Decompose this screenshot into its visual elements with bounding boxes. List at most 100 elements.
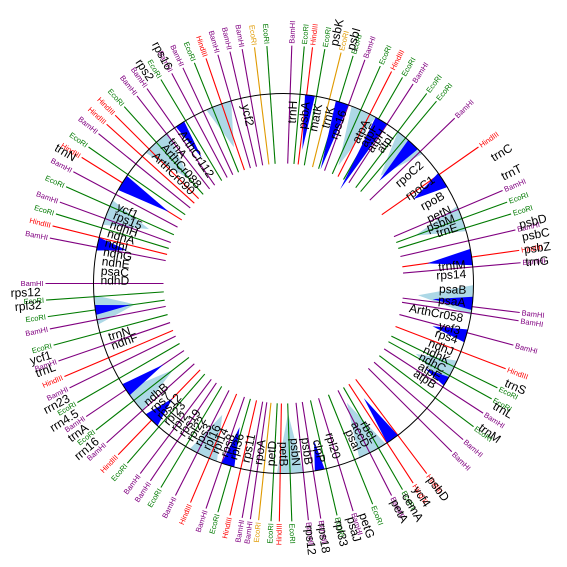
site-line-bamhi: [249, 402, 268, 520]
gene-label: rpl33: [331, 519, 351, 548]
site-line-hindiii: [355, 379, 428, 474]
site-line-bamhi: [241, 49, 264, 166]
site-line-ecori: [311, 52, 342, 168]
site-label: BamHI: [317, 520, 329, 544]
site-line-ecori: [46, 291, 164, 301]
coverage-wedge: [189, 414, 223, 462]
gene-label: trnH: [285, 100, 300, 123]
site-line-hindiii: [278, 403, 282, 522]
site-line-hindiii: [205, 58, 245, 171]
coverage-wedge: [206, 100, 234, 148]
site-line-ecori: [388, 341, 492, 400]
site-line-bamhi: [69, 335, 176, 389]
site-line-ecori: [396, 201, 508, 243]
peak-layer: [94, 94, 474, 471]
gene-label: petB: [277, 442, 291, 467]
site-label: BamHI: [287, 21, 297, 44]
site-line-bamhi: [324, 59, 366, 171]
gene-label: ndhI: [104, 236, 130, 255]
site-label: EcoRI: [287, 523, 297, 544]
gene-label: psbA: [296, 101, 313, 130]
site-label: EcoRI: [252, 522, 263, 543]
site-label: EcoRI: [23, 296, 44, 306]
site-line-hindiii: [381, 146, 479, 216]
site-line-ecori: [55, 213, 169, 249]
site-line-bamhi: [337, 390, 393, 496]
site-line-hindiii: [52, 225, 168, 256]
peak-wedge: [340, 117, 387, 190]
site-line-ecori: [253, 47, 270, 165]
site-label: BamHI: [520, 317, 544, 329]
gene-label: trnC: [488, 140, 515, 164]
site-line-hindiii: [229, 400, 258, 516]
site-label: BamHI: [233, 24, 246, 48]
site-line-ecori: [266, 46, 276, 164]
peak-wedge: [413, 173, 448, 200]
site-line-bamhi: [139, 379, 212, 474]
site-line-bamhi: [171, 73, 228, 178]
site-line-ecori: [160, 386, 223, 488]
gene-label: psbI: [344, 26, 364, 52]
site-label: EcoRI: [333, 516, 346, 538]
site-line-ecori: [343, 387, 403, 490]
site-label: BamHI: [233, 519, 246, 543]
site-label: HindIII: [220, 516, 234, 539]
site-line-bamhi: [58, 322, 171, 362]
site-line-bamhi: [393, 189, 503, 238]
site-label: EcoRI: [507, 190, 529, 205]
gene-label: ycf3: [437, 318, 462, 337]
site-line-ecori: [331, 65, 381, 175]
gene-label: psaC: [100, 264, 129, 280]
gene-label: ndhE: [101, 254, 131, 271]
gene-label: psbK: [327, 18, 346, 48]
site-line-hindiii: [337, 71, 393, 177]
site-line-ecori: [95, 356, 190, 431]
gene-label: rps11: [239, 432, 259, 464]
site-line-ecori: [193, 62, 240, 173]
site-line-bamhi: [205, 396, 245, 509]
site-line-ecori: [53, 314, 168, 346]
site-line-bamhi: [174, 390, 230, 496]
site-line-ecori: [391, 335, 498, 389]
gene-label: ycf1: [28, 348, 53, 368]
site-line-ecori: [77, 343, 180, 403]
site-line-bamhi: [295, 402, 309, 521]
site-line-bamhi: [136, 95, 211, 190]
gene-label: rps18: [315, 522, 334, 554]
site-line-ecori: [327, 394, 374, 505]
site-label: EcoRI: [261, 23, 271, 44]
peak-wedge: [94, 305, 131, 315]
site-line-ecori: [126, 373, 206, 464]
site-line-hindiii: [64, 329, 174, 378]
peak-wedge: [363, 398, 398, 443]
gene-label: psbD: [518, 211, 549, 231]
site-line-ecori: [360, 100, 437, 192]
site-line-ecori: [309, 400, 338, 516]
site-label: BamHI: [450, 450, 473, 473]
peak-wedge: [424, 368, 449, 386]
gene-label: petD: [264, 440, 280, 467]
site-line-ecori: [160, 79, 223, 181]
site-line-bamhi: [73, 171, 178, 228]
gene-label: rpoA: [251, 439, 268, 466]
site-line-ecori: [270, 403, 278, 522]
gene-label: trnL: [33, 360, 58, 380]
gene-label: trnG: [525, 253, 549, 269]
site-label: EcoRI: [207, 513, 221, 535]
site-label: HindIII: [274, 523, 283, 545]
site-line-ecori: [379, 355, 474, 428]
site-line-bamhi: [301, 401, 322, 519]
site-line-hindiii: [189, 393, 238, 503]
site-label: BamHI: [361, 35, 377, 60]
site-label: EcoRI: [44, 173, 66, 190]
site-label: BamHI: [521, 308, 545, 320]
site-line-ecori: [398, 213, 512, 249]
site-label: BamHI: [220, 26, 234, 50]
peak-wedge: [378, 140, 418, 182]
peak-wedge: [122, 364, 164, 396]
coverage-wedge: [125, 369, 174, 411]
peak-wedge: [96, 237, 127, 251]
site-line-bamhi: [59, 201, 171, 243]
peak-wedge: [175, 121, 202, 158]
gene-label: trnfM: [438, 257, 467, 274]
